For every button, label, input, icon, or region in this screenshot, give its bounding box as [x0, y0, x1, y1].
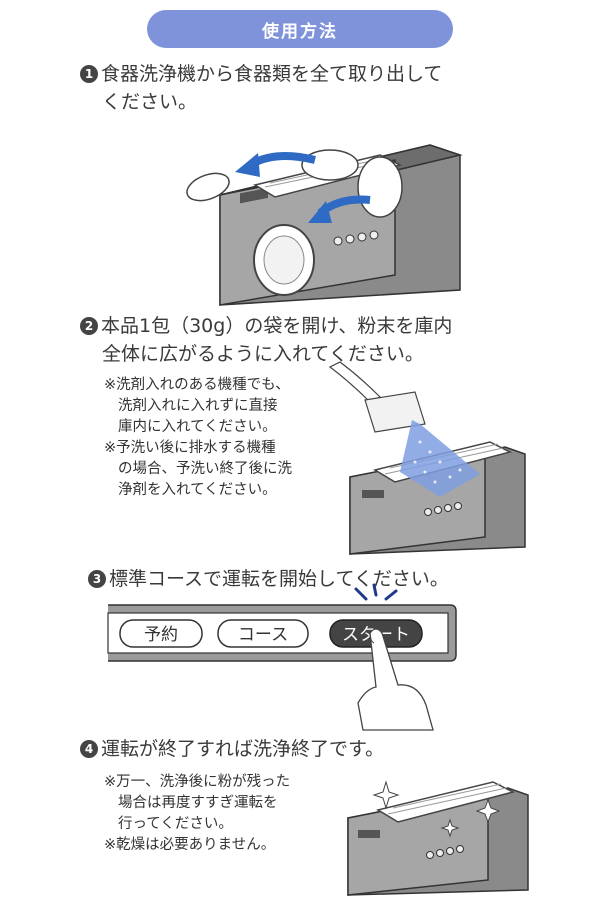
control-panel-illustration: 予約 コース スタート	[107, 583, 457, 731]
step-4-number: 4	[80, 740, 98, 758]
finger-icon	[357, 628, 434, 731]
note-2-2-line1: ※予洗い後に排水する機種	[104, 440, 276, 456]
course-button[interactable]	[217, 619, 309, 648]
step-4-notes: ※万一、洗浄後に粉が残った 場合は再度すすぎ運転を 行ってください。 ※乾燥は必…	[104, 772, 290, 856]
press-spark-icon	[354, 583, 398, 601]
step-2-notes: ※洗剤入れのある機種でも、 洗剤入れに入れずに直接 庫内に入れてください。 ※予…	[104, 375, 292, 501]
reserve-button-label: 予約	[144, 625, 178, 645]
note-4-2-line1: ※乾燥は必要ありません。	[104, 837, 276, 853]
step-2-number: 2	[80, 317, 98, 335]
note-4-1-line2: 場合は再度すすぎ運転を	[118, 795, 278, 811]
step-1-number: 1	[80, 65, 98, 83]
step-3-number: 3	[88, 570, 106, 588]
note-4-1-line1: ※万一、洗浄後に粉が残った	[104, 774, 291, 790]
sparkle-icon	[475, 798, 501, 824]
dishwasher-unload-illustration	[186, 144, 463, 306]
step-2-line1: 本品1包（30g）の袋を開け、粉末を庫内	[101, 315, 453, 337]
step-3-line1: 標準コースで運転を開始してください。	[109, 568, 449, 590]
note-2-1-line1: ※洗剤入れのある機種でも、	[104, 377, 290, 393]
note-2-2-line3: 浄剤を入れてください。	[118, 482, 277, 498]
step-4-line1: 運転が終了すれば洗浄終了です。	[101, 738, 385, 760]
reserve-button[interactable]	[119, 619, 203, 648]
step-1-line2: ください。	[102, 91, 198, 113]
note-2-1-line3: 庫内に入れてください。	[118, 419, 277, 435]
note-2-1-line2: 洗剤入れに入れずに直接	[118, 398, 278, 414]
step-2-line2: 全体に広がるように入れてください。	[102, 343, 424, 365]
clean-dishwasher-illustration	[347, 780, 529, 896]
sparkle-icon	[372, 780, 400, 810]
step-1-line1: 食器洗浄機から食器類を全て取り出して	[101, 63, 443, 85]
course-button-label: コース	[238, 625, 288, 645]
powder-pouring-illustration	[328, 361, 526, 555]
note-2-2-line2: の場合、予洗い終了後に洗	[118, 461, 292, 477]
note-4-1-line3: 行ってください。	[118, 816, 233, 832]
section-title: 使用方法	[147, 10, 453, 48]
sparkle-icon	[440, 818, 460, 838]
